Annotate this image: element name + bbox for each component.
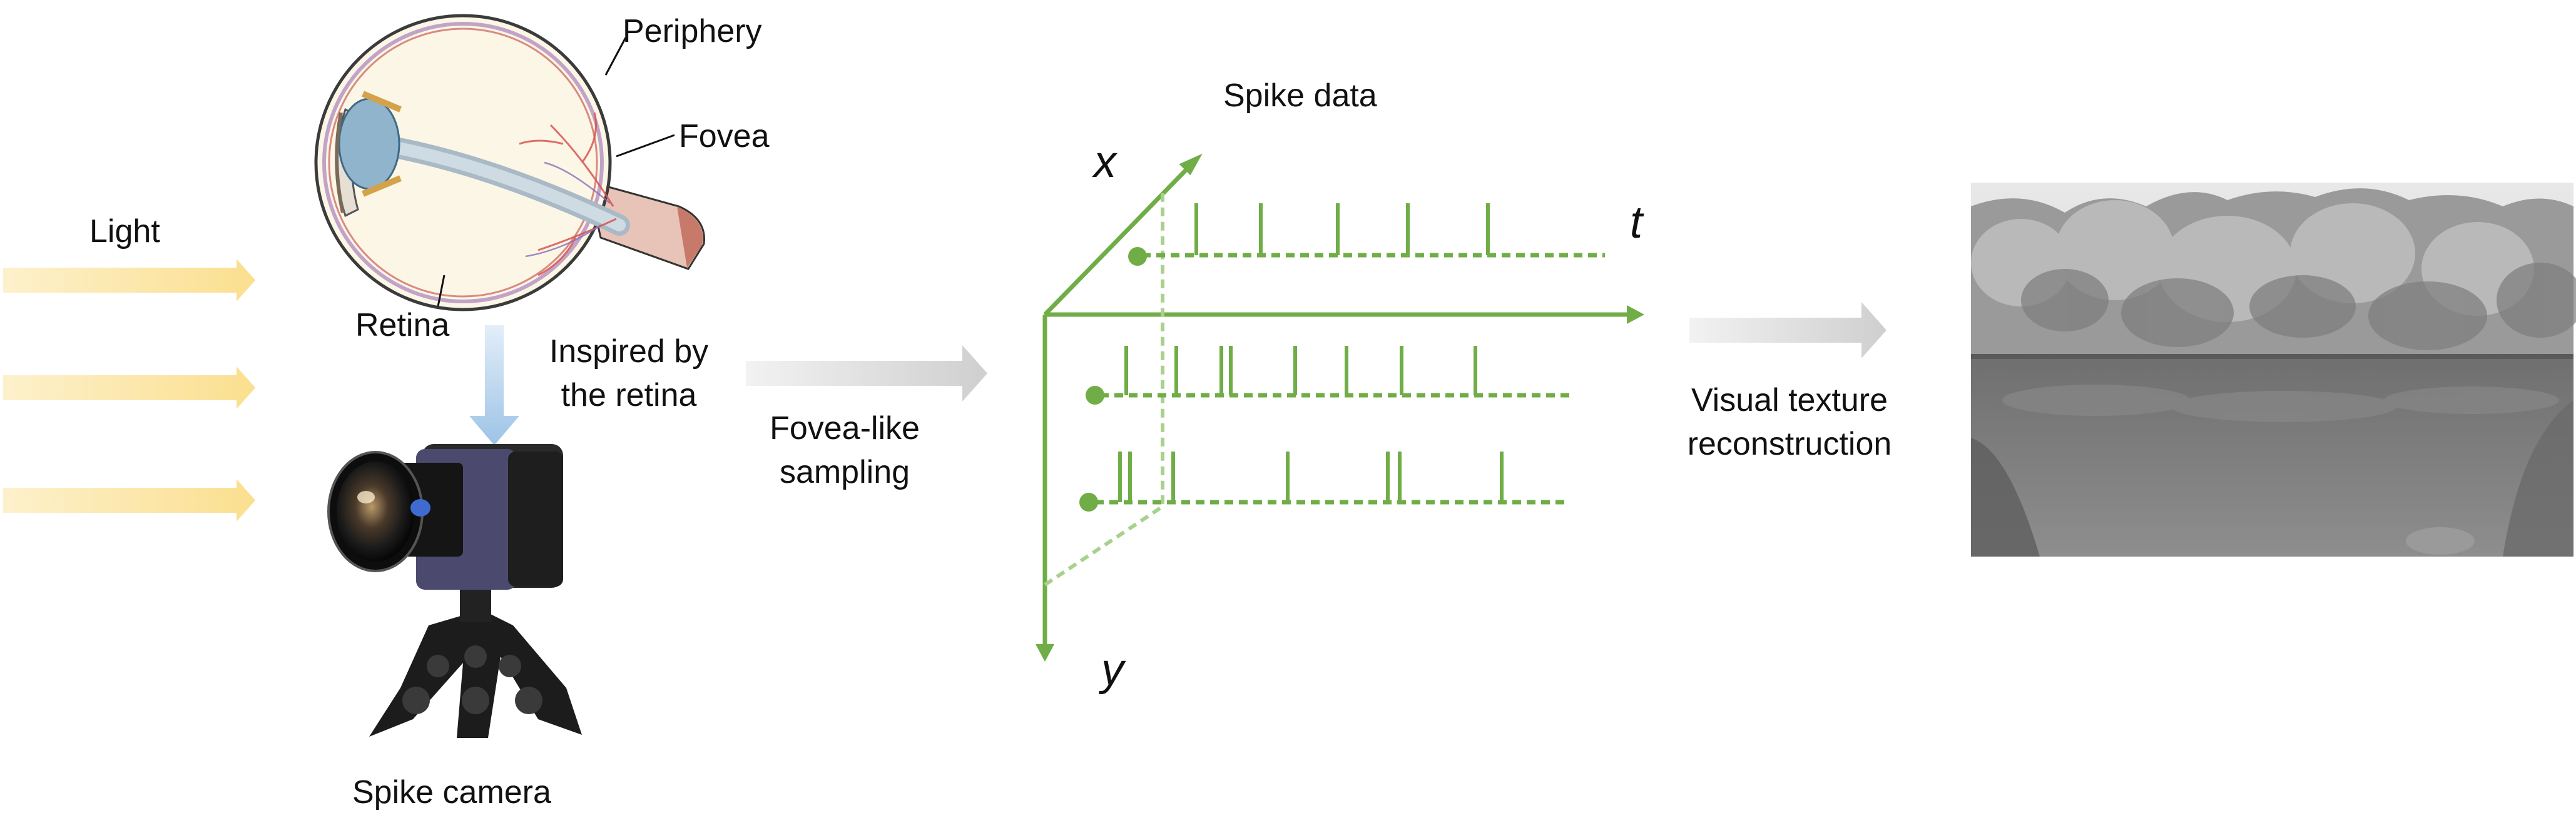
inspired-label-line2: the retina (561, 377, 697, 414)
pixel-dot-2 (1086, 386, 1104, 405)
t-axis-label: t (1630, 198, 1643, 248)
x-axis-arrowhead (1179, 153, 1203, 176)
depth-projection (1044, 191, 1164, 587)
t-axis-arrowhead (1627, 305, 1644, 324)
spike-data-plot (1036, 153, 1644, 662)
spike-camera-label: Spike camera (352, 774, 551, 810)
sampling-label-line1: Fovea-like (770, 410, 920, 447)
visual-label-line1: Visual texture (1691, 382, 1888, 418)
spikes-train-1 (1194, 203, 1490, 255)
reconstructed-lake-scene-image (1971, 183, 2576, 557)
visual-label-line2: reconstruction (1687, 426, 1892, 463)
spikes-train-2 (1124, 346, 1477, 395)
visual-texture-reconstruction-label: Visual texture reconstruction (1652, 378, 1927, 466)
fovea-like-sampling-label: Fovea-like sampling (751, 406, 939, 494)
pixel-dot-1 (1128, 247, 1147, 266)
inspired-label-line1: Inspired by (549, 333, 709, 370)
sampling-label-line2: sampling (779, 454, 910, 491)
light-arrow-3 (3, 479, 255, 522)
y-axis-label: y (1101, 645, 1124, 695)
spike-camera-icon (327, 444, 582, 738)
retina-label: Retina (355, 307, 450, 343)
down-arrow-icon (469, 325, 519, 445)
spikes-train-3 (1118, 452, 1504, 502)
x-axis (1043, 162, 1194, 316)
spike-data-title: Spike data (1223, 78, 1377, 114)
pixel-dot-3 (1079, 493, 1098, 512)
inspired-by-retina-label: Inspired by the retina (535, 330, 723, 417)
x-axis-label: x (1094, 137, 1116, 187)
fovea-label: Fovea (679, 118, 770, 154)
light-arrows (3, 259, 255, 522)
flow-arrow-1 (746, 345, 987, 401)
y-axis-arrowhead (1036, 644, 1054, 662)
light-arrow-2 (3, 366, 255, 409)
flow-arrow-2 (1689, 302, 1886, 358)
periphery-label: Periphery (623, 13, 762, 49)
light-label: Light (89, 213, 160, 250)
eye-cross-section-icon (314, 14, 705, 311)
light-arrow-1 (3, 259, 255, 301)
